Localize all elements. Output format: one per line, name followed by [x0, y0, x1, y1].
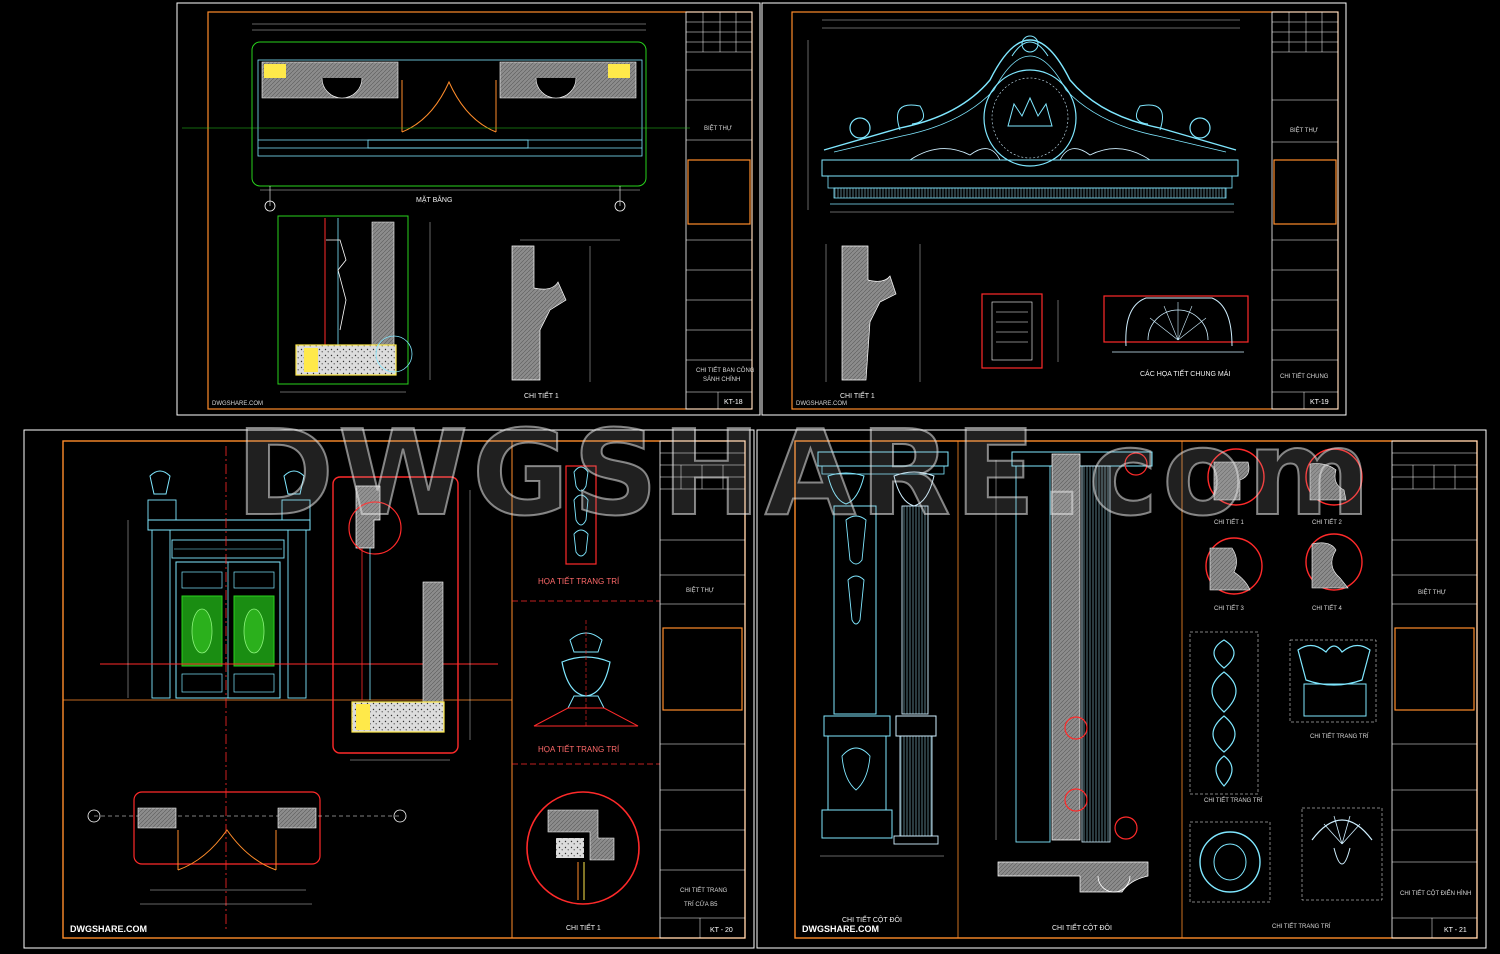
label-detail: CHI TIẾT 1: [840, 390, 875, 400]
cornice-detail: CHI TIẾT 1: [825, 244, 921, 400]
title-drawing-2: SẢNH CHÍNH: [703, 376, 740, 383]
pediment-elevation: [807, 19, 1240, 213]
watermark-text: DWGSHARE.com: [236, 404, 1374, 542]
cornice-detail: CHI TIẾT 1: [511, 239, 620, 400]
ornament-panel-shield: [1189, 821, 1271, 903]
detail-circles: CHI TIẾT 1 CHI TIẾT 2 CHI TIẾT 3 CHI TIẾ…: [1205, 448, 1363, 612]
title-drawing: CHI TIẾT CỘT ĐIỂN HÌNH: [1400, 890, 1471, 897]
label-orn-a: CHI TIẾT TRANG TRÍ: [1204, 797, 1263, 804]
label-d2: CHI TIẾT 2: [1312, 519, 1342, 526]
fan-ornament: CÁC HỌA TIẾT CHUNG MÁI: [1103, 295, 1249, 378]
pattern-block: [981, 293, 1059, 369]
double-column-elevation: CHI TIẾT CỘT ĐÔI: [817, 451, 949, 924]
label-d4: CHI TIẾT 4: [1312, 605, 1342, 612]
double-column-section: CHI TIẾT CỘT ĐÔI: [995, 451, 1153, 932]
title-block: BIỆT THỰ CHI TIẾT BAN CÔNG SẢNH CHÍNH KT…: [685, 11, 755, 410]
sheet-kt-18: BIỆT THỰ CHI TIẾT BAN CÔNG SẢNH CHÍNH KT…: [176, 2, 761, 416]
brand-footer: DWGSHARE.COM: [802, 924, 879, 934]
ornament-urn: HỌA TIẾT TRANG TRÍ: [533, 620, 639, 754]
door-section: [332, 476, 471, 761]
label-ornament-1: HỌA TIẾT TRANG TRÍ: [538, 576, 620, 586]
label-orn-b: CHI TIẾT TRANG TRÍ: [1310, 733, 1369, 740]
label-d1: CHI TIẾT 1: [1214, 519, 1244, 526]
title-block: BIỆT THỰ CHI TIẾT CỘT ĐIỂN HÌNH KT - 21: [1391, 440, 1478, 939]
label-detail: CHI TIẾT 1: [524, 390, 559, 400]
brand-footer: DWGSHARE.COM: [796, 401, 847, 407]
ornament-panel-shell: CHI TIẾT TRANG TRÍ: [1272, 807, 1383, 930]
label-d3: CHI TIẾT 3: [1214, 605, 1244, 612]
detail-circle: CHI TIẾT 1: [526, 791, 640, 932]
sheet-number: KT-18: [724, 399, 743, 406]
ornament-panel-tall: CHI TIẾT TRANG TRÍ: [1189, 631, 1263, 804]
label-column-2: CHI TIẾT CỘT ĐÔI: [1052, 922, 1112, 932]
balcony-section: [277, 215, 431, 393]
door-plan: [87, 791, 407, 905]
sheet-number: KT-19: [1310, 399, 1329, 406]
title-block: BIỆT THỰ CHI TIẾT CHUNG KT-19: [1271, 11, 1339, 410]
label-patterns: CÁC HỌA TIẾT CHUNG MÁI: [1140, 368, 1230, 378]
title-project: BIỆT THỰ: [1418, 588, 1446, 596]
sheet-kt-21: BIỆT THỰ CHI TIẾT CỘT ĐIỂN HÌNH KT - 21: [756, 429, 1487, 949]
title-drawing: CHI TIẾT CHUNG: [1280, 373, 1329, 380]
label-detail: CHI TIẾT 1: [566, 922, 601, 932]
sheet-kt-20: BIỆT THỰ CHI TIẾT TRANG TRÍ CỬA B5 KT - …: [23, 429, 755, 949]
title-project: BIỆT THỰ: [686, 586, 714, 594]
brand-footer: DWGSHARE.COM: [212, 401, 263, 407]
sheet-number: KT - 21: [1444, 927, 1467, 934]
balcony-plan: MẶT BẰNG: [182, 23, 690, 212]
label-column-1: CHI TIẾT CỘT ĐÔI: [842, 914, 902, 924]
sheet-number: KT - 20: [710, 927, 733, 934]
title-drawing: CHI TIẾT BAN CÔNG: [696, 367, 755, 374]
ornament-panel-capital: CHI TIẾT TRANG TRÍ: [1289, 639, 1377, 740]
title-project: BIỆT THỰ: [704, 124, 732, 132]
door-elevation: [100, 446, 498, 930]
ornament-column: HỌA TIẾT TRANG TRÍ: [538, 465, 620, 586]
title-block: BIỆT THỰ CHI TIẾT TRANG TRÍ CỬA B5 KT - …: [659, 440, 746, 939]
label-ornament-2: HỌA TIẾT TRANG TRÍ: [538, 744, 620, 754]
label-plan: MẶT BẰNG: [416, 195, 452, 204]
brand-footer: DWGSHARE.COM: [70, 924, 147, 934]
title-project: BIỆT THỰ: [1290, 126, 1318, 134]
sheet-kt-19: BIỆT THỰ CHI TIẾT CHUNG KT-19: [761, 2, 1347, 416]
title-drawing: CHI TIẾT TRANG: [680, 887, 728, 894]
label-orn-c: CHI TIẾT TRANG TRÍ: [1272, 923, 1331, 930]
title-drawing-2: TRÍ CỬA B5: [684, 901, 718, 908]
